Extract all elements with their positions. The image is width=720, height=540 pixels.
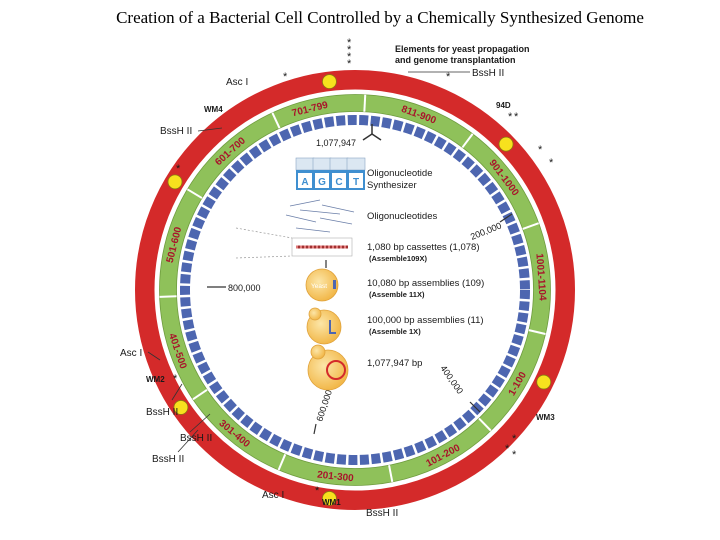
segment-boundary	[271, 112, 281, 129]
watermark-wm4: WM4	[204, 105, 223, 114]
oligonucleotides-illustration	[285, 199, 355, 233]
segment-label: 1001-1104	[533, 253, 547, 301]
step-oligonucleotides: Oligonucleotides	[367, 211, 437, 222]
yeast-cell-1: Yeast	[305, 268, 339, 302]
segment-boundary	[186, 188, 203, 199]
bssh-site-bottom: BssH II	[366, 508, 398, 519]
star-marker: *	[549, 157, 554, 169]
synth-letter-g: G	[318, 177, 326, 188]
segment-boundary	[277, 453, 287, 471]
segment-boundary	[192, 388, 208, 401]
coord-1077947: 1,077,947	[316, 138, 356, 148]
marker-dot	[498, 136, 514, 152]
star-marker: *	[176, 163, 181, 175]
coord-800000: 800,000	[228, 283, 261, 293]
ring-separator	[154, 89, 556, 491]
svg-text:*: *	[347, 51, 352, 63]
junction-marker	[362, 124, 382, 141]
coord-600000: 600,000	[314, 389, 334, 423]
step-10k-assemblies: 10,080 bp assemblies (109)	[367, 278, 484, 289]
step-cassettes-sub: (Assemble109X)	[369, 254, 427, 263]
page-title: Creation of a Bacterial Cell Controlled …	[116, 8, 644, 27]
segment-boundary	[388, 465, 394, 483]
star-marker: *	[512, 433, 517, 445]
oligo-synthesizer-icon: A G C T	[295, 157, 366, 190]
star-marker: *	[512, 449, 517, 461]
watermark-wm3: WM3	[536, 413, 555, 422]
asc-site-bottom: Asc I	[262, 490, 284, 501]
yeast-cell-2	[306, 307, 342, 345]
yeast-cell-3	[307, 344, 349, 391]
marker-dot	[536, 374, 552, 390]
step-oligo-synth-line1: Oligonucleotide	[367, 168, 433, 179]
segment-boundary	[528, 329, 546, 335]
segment-boundary	[522, 222, 540, 230]
bssh-site-left-1: BssH II	[146, 407, 178, 418]
star-marker: *	[538, 144, 543, 156]
star-marker: *	[315, 485, 320, 497]
cassette-ring	[159, 94, 551, 486]
elements-label-line1: Elements for yeast propagation	[395, 44, 530, 54]
star-marker: *	[446, 71, 451, 83]
watermark-wm1: WM1	[322, 498, 341, 507]
marker-dot	[167, 174, 183, 190]
synth-letter-c: C	[335, 177, 342, 188]
segment-boundary	[461, 133, 474, 149]
step-oligo-synth-line2: Synthesizer	[367, 180, 417, 191]
oligo-ring	[180, 115, 530, 465]
star-stack: *	[347, 37, 352, 49]
bssh-site-left-2: BssH II	[180, 433, 212, 444]
elements-label-line2: and genome transplantation	[395, 55, 516, 65]
svg-text:*: *	[347, 44, 352, 56]
synth-letter-a: A	[301, 177, 308, 188]
step-full-genome: 1,077,947 bp	[367, 358, 422, 369]
star-marker: *	[514, 111, 519, 123]
cassettes-illustration	[235, 227, 353, 259]
step-10k-sub: (Assemble 11X)	[369, 290, 425, 299]
outer-genome-ring	[135, 70, 575, 510]
step-cassettes: 1,080 bp cassettes (1,078)	[367, 242, 480, 253]
bssh-site-top-left: BssH II	[160, 126, 192, 137]
marker-dot	[322, 74, 337, 89]
step-100k-sub: (Assemble 1X)	[369, 327, 421, 336]
segment-boundary	[159, 295, 177, 298]
bssh-site-left-3: BssH II	[152, 454, 184, 465]
coord-200000: 200,000	[469, 220, 503, 241]
svg-text:*: *	[347, 58, 352, 70]
watermark-94d: 94D	[496, 101, 511, 110]
star-marker: *	[173, 373, 178, 385]
star-marker: *	[283, 71, 288, 83]
marker-dot	[322, 491, 337, 506]
asc-site-top-left: Asc I	[226, 77, 248, 88]
star-marker: *	[505, 443, 510, 455]
yeast-label: Yeast	[311, 283, 327, 290]
synth-letter-t: T	[353, 177, 359, 188]
marker-dot	[173, 400, 189, 415]
segment-boundary	[478, 417, 492, 432]
asc-site-left: Asc I	[120, 348, 142, 359]
bssh-site-top-right: BssH II	[472, 68, 504, 79]
segment-label: 201-300	[317, 470, 355, 485]
step-100k-assemblies: 100,000 bp assemblies (11)	[367, 315, 484, 326]
star-marker: *	[508, 111, 513, 123]
coord-400000: 400,000	[438, 363, 465, 395]
segment-boundary	[363, 94, 367, 112]
watermark-wm2: WM2	[146, 375, 165, 384]
